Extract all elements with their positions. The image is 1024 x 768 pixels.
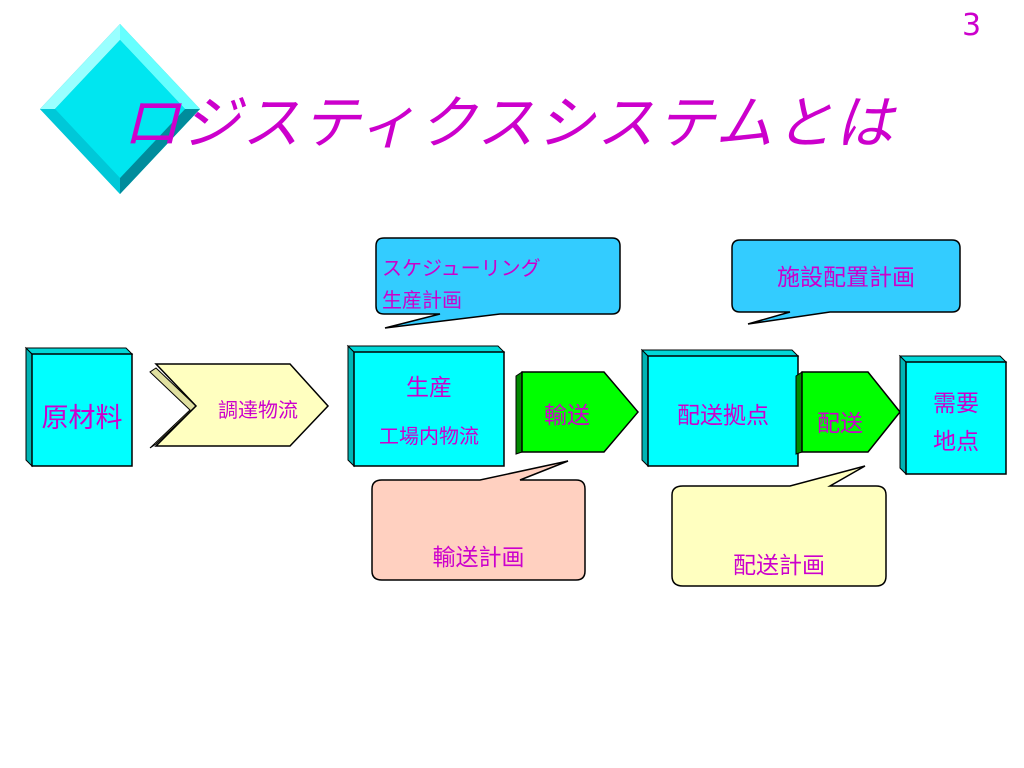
callout-facility-layout: [731, 239, 961, 325]
label-procurement: 調達物流: [218, 398, 298, 422]
box-raw-materials: [24, 346, 134, 468]
label-distribution-center: 配送拠点: [677, 403, 769, 429]
callout-delivery-plan: [671, 465, 887, 587]
arrow-transport: [515, 371, 639, 455]
label-facility-layout-plan: 施設配置計画: [777, 265, 915, 291]
label-production: 生産: [406, 375, 452, 401]
box-production: [346, 344, 506, 468]
label-demand: 需要: [933, 391, 979, 417]
label-point: 地点: [933, 429, 979, 455]
label-scheduling: スケジューリング: [382, 256, 541, 280]
label-in-plant-logistics: 工場内物流: [379, 424, 479, 448]
label-transport: 輸送: [544, 403, 590, 429]
slide-title: ロジスティクスシステムとは: [122, 89, 896, 157]
label-transport-plan: 輸送計画: [432, 545, 525, 571]
diamond-decoration: [40, 24, 200, 194]
label-delivery: 配送: [817, 411, 863, 437]
label-production-plan: 生産計画: [382, 288, 462, 312]
callout-transport-plan: [371, 460, 586, 581]
arrow-procurement: [149, 363, 330, 449]
page-number: 3: [962, 8, 982, 43]
arrow-delivery: [795, 371, 901, 455]
box-demand-point: [898, 354, 1008, 476]
callout-scheduling: [375, 237, 621, 329]
label-delivery-plan: 配送計画: [733, 553, 825, 579]
label-raw-materials: 原材料: [41, 403, 123, 434]
